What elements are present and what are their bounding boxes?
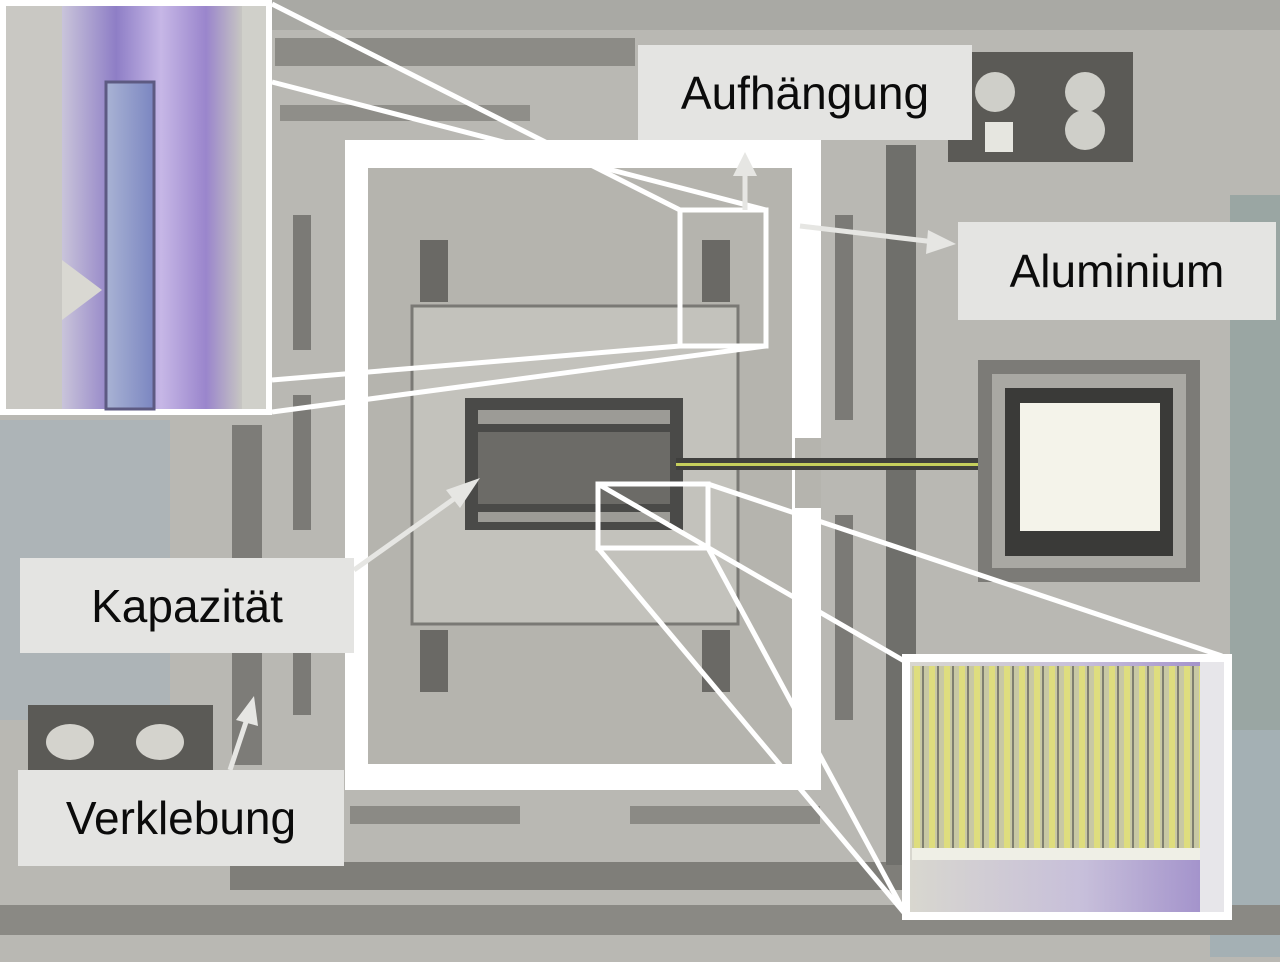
spring-bottom-left	[420, 630, 448, 692]
top-rail	[275, 38, 635, 66]
label-bonding: Verklebung	[18, 770, 344, 866]
comb-inset	[902, 654, 1232, 920]
spring-top-right	[702, 240, 730, 302]
label-capacitance: Kapazität	[20, 558, 354, 653]
spring-top-left	[420, 240, 448, 302]
magnification-lines	[270, 1, 1223, 917]
comb-fingers	[912, 666, 1204, 850]
bond-pad-top	[948, 52, 1133, 162]
bottom-rail	[350, 806, 520, 824]
aluminium-pad	[1020, 403, 1160, 531]
label-aluminium: Aluminium	[958, 222, 1276, 320]
annotation-arrows	[227, 152, 956, 771]
spring-bottom-right	[702, 630, 730, 692]
suspension-inset	[0, 0, 272, 415]
label-suspension: Aufhängung	[638, 45, 972, 140]
